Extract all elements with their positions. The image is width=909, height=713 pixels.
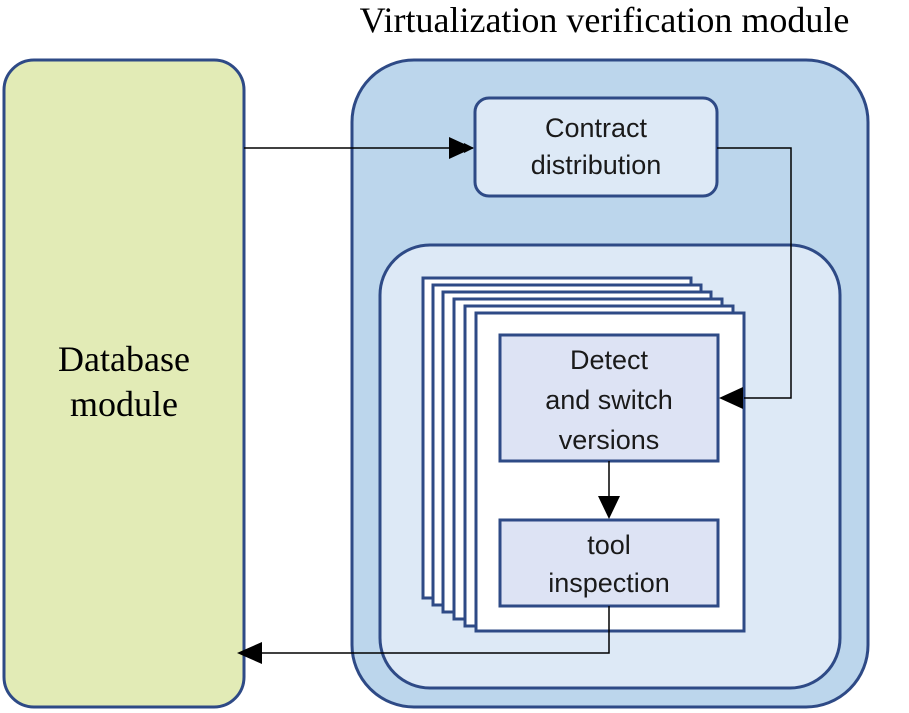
database-module-label: Database module — [4, 337, 244, 437]
contract-distribution-box — [473, 96, 719, 198]
tool-label-line1: tool — [587, 530, 631, 560]
arrow-contract-to-detect — [717, 147, 792, 399]
diagram-title: Virtualization verification module — [359, 0, 850, 40]
database-label-line1: Database — [58, 339, 190, 379]
tool-inspection-box — [498, 518, 720, 608]
arrowhead-database — [237, 642, 262, 664]
contract-label-line1: Contract — [544, 113, 648, 143]
arrowhead-tool — [598, 496, 620, 519]
arrowhead-contract — [449, 137, 473, 159]
database-module-box — [2, 58, 246, 709]
tool-label-line2: inspection — [548, 568, 670, 598]
contract-label-line2: distribution — [530, 150, 662, 180]
database-label-line2: module — [70, 384, 178, 424]
arrowhead-detect — [719, 387, 743, 409]
arrow-tool-to-database — [262, 606, 610, 654]
detect-label-line2: and switch — [545, 385, 673, 415]
contract-distribution-label: Contract distribution — [475, 110, 717, 194]
detect-switch-box — [498, 333, 720, 463]
tool-inspection-label: tool inspection — [500, 526, 718, 606]
detect-switch-label: Detect and switch versions — [500, 340, 718, 460]
detect-label-line1: Detect — [569, 345, 649, 375]
detect-label-line3: versions — [558, 425, 660, 455]
